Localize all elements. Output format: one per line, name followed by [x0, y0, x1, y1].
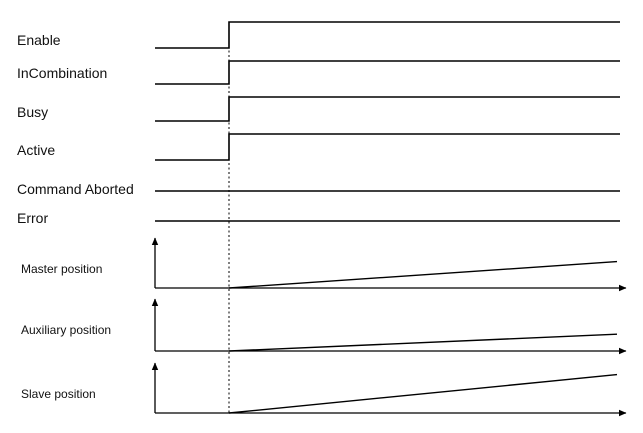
signal-row-enable: Enable: [17, 21, 620, 49]
signal-row-command-aborted: Command Aborted: [17, 181, 620, 197]
position-label: Master position: [21, 262, 102, 276]
position-ramp: [228, 373, 618, 414]
signal-row-error: Error: [17, 210, 620, 226]
position-plot-slave: Slave position: [21, 362, 627, 417]
position-ramp: [228, 260, 618, 289]
position-plot-master: Master position: [21, 237, 627, 292]
signal-label: Enable: [17, 32, 61, 48]
signal-label: InCombination: [17, 65, 107, 81]
signal-label: Active: [17, 142, 55, 158]
signal-label: Command Aborted: [17, 181, 134, 197]
signal-row-active: Active: [17, 133, 620, 161]
position-ramp: [228, 333, 618, 352]
position-label: Auxiliary position: [21, 323, 111, 337]
signal-waveform: [155, 60, 620, 85]
signal-label: Busy: [17, 104, 48, 120]
signal-waveform: [155, 96, 620, 122]
signal-label: Error: [17, 210, 48, 226]
signal-row-incombination: InCombination: [17, 60, 620, 85]
position-plot-auxiliary: Auxiliary position: [21, 298, 627, 355]
position-label: Slave position: [21, 387, 96, 401]
signal-row-busy: Busy: [17, 96, 620, 122]
signal-waveform: [155, 133, 620, 161]
signal-waveform: [155, 21, 620, 49]
